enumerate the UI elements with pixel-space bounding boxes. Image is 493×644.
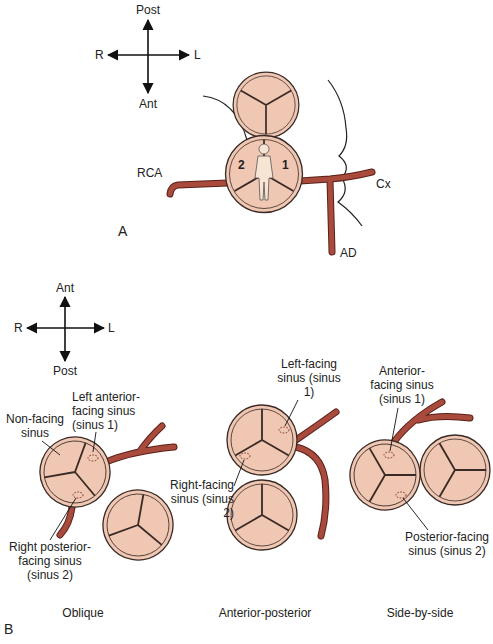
- leader-line: [234, 460, 244, 486]
- sinus-label: Left anterior-facing sinus (sinus 1): [72, 390, 164, 432]
- left-coronary: [300, 172, 372, 252]
- sinus-label: Anterior-facing sinus (sinus 1): [364, 364, 440, 406]
- compass-label: Ant: [128, 97, 168, 111]
- ostium: [384, 452, 394, 458]
- ostium: [88, 455, 98, 461]
- coronary-arteries: [394, 402, 470, 442]
- compass-arrow: [64, 297, 66, 361]
- arrangement-caption: Oblique: [48, 606, 118, 620]
- ostium: [240, 453, 250, 459]
- aortic-valve: [337, 427, 433, 523]
- ostium: [279, 427, 289, 433]
- aortic-valve-node: 21: [224, 134, 304, 214]
- rca-artery: [170, 183, 228, 194]
- artery: [394, 402, 470, 442]
- leader-line: [390, 408, 398, 451]
- leader-line: [403, 498, 428, 530]
- artery: [296, 412, 336, 536]
- compass-label: Post: [45, 364, 85, 378]
- artery-label: RCA: [137, 166, 162, 180]
- pulmonary-valve: [227, 480, 297, 550]
- artery: [296, 412, 336, 536]
- arrangement-caption: Side-by-side: [370, 606, 470, 620]
- leader-line: [42, 441, 60, 455]
- sinus-label: Non-facing sinus: [2, 412, 68, 440]
- sinus-label: Left-facing sinus (sinus 1): [276, 357, 342, 399]
- artery-label: AD: [340, 246, 357, 260]
- compass-arrow: [108, 54, 189, 56]
- compass-arrow: [147, 20, 149, 93]
- panel-letter: A: [118, 224, 127, 238]
- sinus-label: Posterior-facing sinus (sinus 2): [404, 530, 490, 558]
- coronary-arteries: [296, 412, 336, 536]
- compass-label: Post: [128, 3, 168, 17]
- aortic-valve: [227, 405, 297, 475]
- callout-number: 2: [238, 158, 245, 172]
- pulmonary-valve: [233, 72, 299, 138]
- callout-number: 1: [282, 158, 289, 172]
- rca-artery: [170, 183, 228, 194]
- ostium: [73, 492, 83, 498]
- artery-label: Cx: [376, 177, 391, 191]
- aortic-valve: [30, 427, 120, 517]
- compass-label: L: [194, 48, 201, 62]
- panel-letter: B: [4, 622, 13, 636]
- leader-line: [50, 498, 76, 540]
- pulmonary-valve: [420, 435, 490, 505]
- sinus-label: Right-facing sinus (sinus 2): [162, 478, 234, 520]
- compass-label: R: [95, 48, 104, 62]
- aortic-valve-outline: [224, 134, 304, 214]
- ostium: [396, 492, 406, 498]
- pulmonary-valve: [97, 484, 178, 565]
- leader-line: [285, 400, 298, 426]
- compass-label: L: [108, 321, 115, 335]
- compass-arrow: [27, 327, 104, 329]
- arrangement-caption: Anterior-posterior: [205, 606, 325, 620]
- compass-label: R: [14, 321, 23, 335]
- artery: [394, 402, 470, 442]
- left-coronary: [300, 172, 372, 252]
- compass-label: Ant: [45, 281, 85, 295]
- leader-line: [93, 432, 96, 452]
- sinus-label: Right posterior-facing sinus (sinus 2): [2, 540, 98, 582]
